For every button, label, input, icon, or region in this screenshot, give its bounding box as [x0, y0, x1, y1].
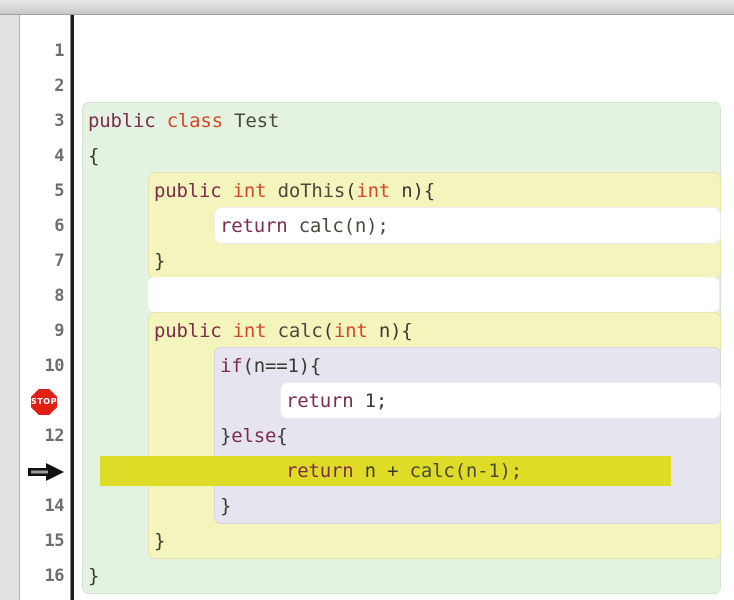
- block-gap-line-8: [148, 277, 719, 312]
- code-token: public: [154, 320, 222, 342]
- code-token: return: [286, 390, 354, 412]
- code-token: [221, 320, 232, 342]
- code-line[interactable]: }: [154, 244, 165, 279]
- execution-line-highlight: [100, 456, 671, 486]
- code-token: n){: [390, 180, 436, 202]
- gutter-line-number[interactable]: 4: [54, 146, 64, 166]
- right-arrow-icon[interactable]: [26, 462, 66, 482]
- code-token: public: [88, 110, 156, 132]
- code-token: {: [88, 145, 100, 167]
- gutter-line-number[interactable]: 2: [54, 76, 64, 96]
- code-token: int: [333, 320, 368, 342]
- gutter-line-number[interactable]: 10: [44, 356, 65, 376]
- code-token: (: [322, 320, 334, 342]
- code-token: public: [154, 180, 222, 202]
- gutter-line-number[interactable]: 12: [44, 426, 65, 446]
- code-line[interactable]: if(n==1){: [220, 349, 321, 384]
- code-token: if: [220, 355, 243, 377]
- gutter-divider: [70, 15, 75, 600]
- code-line[interactable]: return n + calc(n-1);: [286, 454, 522, 489]
- gutter-line-number[interactable]: 5: [54, 181, 64, 201]
- code-line[interactable]: }else{: [220, 419, 288, 454]
- code-line[interactable]: return calc(n);: [220, 209, 389, 244]
- code-line[interactable]: }: [154, 524, 165, 559]
- gutter-line-number[interactable]: 9: [54, 321, 64, 341]
- code-canvas[interactable]: public class Test { public int doThis(int …: [74, 15, 734, 600]
- code-token: class: [166, 110, 223, 132]
- gutter-row-breakpoint[interactable]: STOP: [20, 384, 70, 419]
- code-token: {: [276, 425, 288, 447]
- gutter-line-number[interactable]: 3: [54, 111, 64, 131]
- code-token: n){: [367, 320, 413, 342]
- window-top-strip: [0, 0, 734, 15]
- code-token: int: [232, 320, 267, 342]
- gutter-line-number[interactable]: 16: [44, 566, 65, 586]
- gutter-line-number[interactable]: 7: [54, 251, 64, 271]
- code-token: }: [154, 250, 166, 272]
- stop-octagon-icon[interactable]: STOP: [31, 389, 57, 415]
- code-token: else: [231, 425, 277, 447]
- gutter-line-number[interactable]: 14: [44, 496, 65, 516]
- code-token: n +: [353, 460, 410, 482]
- code-token: }: [88, 565, 100, 587]
- code-token: (n==1){: [242, 355, 322, 377]
- code-token: }: [220, 495, 232, 517]
- code-token: return: [220, 215, 288, 237]
- code-token: calc(n-1);: [409, 460, 523, 482]
- code-token: calc(n);: [298, 215, 389, 237]
- gutter-line-number[interactable]: 6: [54, 216, 64, 236]
- gutter-line-number[interactable]: 15: [44, 531, 65, 551]
- code-token: [223, 110, 234, 132]
- code-token: }: [154, 530, 166, 552]
- gutter-line-number[interactable]: 8: [54, 286, 64, 306]
- code-token: Test: [234, 110, 280, 132]
- code-token: doThis: [277, 180, 346, 202]
- code-token: int: [232, 180, 267, 202]
- code-line[interactable]: {: [88, 139, 99, 174]
- editor-outer-margin: [0, 15, 20, 600]
- statement-block-11: [280, 382, 721, 419]
- breakpoint-label: STOP: [31, 397, 57, 406]
- code-line[interactable]: public int doThis(int n){: [154, 174, 435, 209]
- code-token: return: [286, 460, 354, 482]
- code-line[interactable]: }: [88, 559, 99, 594]
- code-line[interactable]: public int calc(int n){: [154, 314, 413, 349]
- code-token: [266, 180, 277, 202]
- statement-block-6: [214, 207, 721, 244]
- code-token: }: [220, 425, 232, 447]
- code-token: (: [345, 180, 357, 202]
- gutter-line-number[interactable]: 1: [54, 41, 64, 61]
- code-line[interactable]: }: [220, 489, 231, 524]
- code-token: calc: [277, 320, 323, 342]
- code-line[interactable]: public class Test: [88, 104, 279, 139]
- code-line[interactable]: return 1;: [286, 384, 387, 419]
- code-token: [266, 320, 277, 342]
- code-token: 1;: [353, 390, 388, 412]
- code-token: [155, 110, 166, 132]
- code-token: [221, 180, 232, 202]
- code-token: int: [356, 180, 391, 202]
- gutter-row-execution-pointer[interactable]: [20, 454, 70, 489]
- code-token: [287, 215, 298, 237]
- if-else-block: [214, 347, 721, 524]
